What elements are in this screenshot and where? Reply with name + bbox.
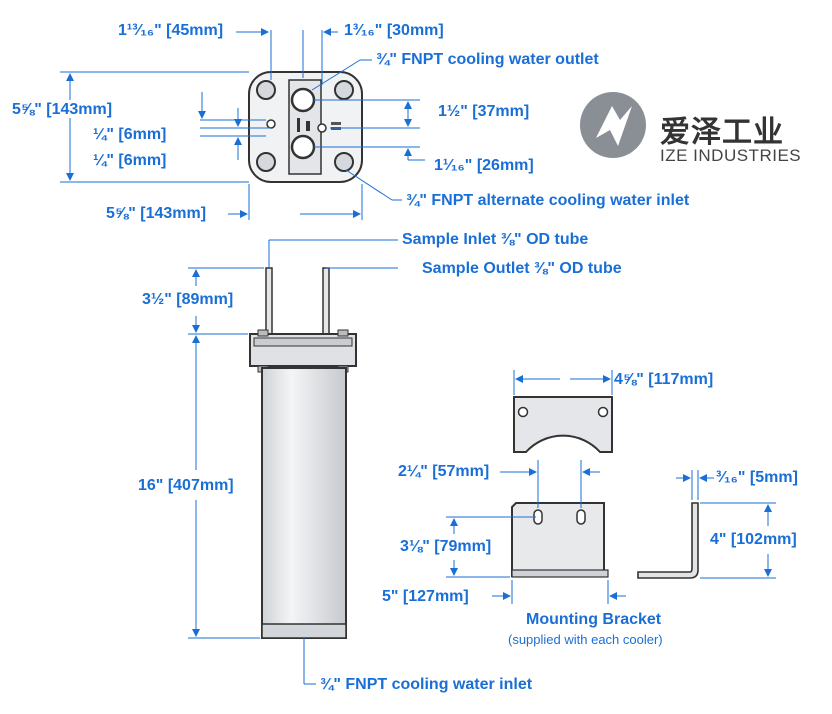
sample-inlet-tube: [265, 267, 273, 335]
dim-tube-height: 3½" [89mm]: [142, 291, 234, 308]
dim-bracket-width: 4⅝" [117mm]: [614, 371, 714, 388]
bolt-circle: [256, 80, 276, 100]
top-view-dimensions: [60, 28, 425, 220]
sample-outlet-tube: [322, 267, 330, 335]
bracket-top-view: [513, 396, 613, 453]
bracket-title: Mounting Bracket: [526, 611, 662, 628]
mount-slot: [576, 509, 586, 525]
dim-bracket-height: 3⅛" [79mm]: [400, 538, 492, 555]
sample-tube-port: [266, 119, 276, 129]
logo-text-en: IZE INDUSTRIES: [660, 146, 802, 165]
alt-inlet-port: [290, 134, 316, 160]
outlet-port: [290, 87, 316, 113]
dim-right-upper: 1½" [37mm]: [438, 103, 530, 120]
bolt-circle: [334, 152, 354, 172]
dim-gap-upper: ¼" [6mm]: [93, 126, 167, 143]
side-view-dimensions: [188, 239, 398, 685]
dim-body-height: 16" [407mm]: [138, 477, 234, 494]
label-sample-inlet: Sample Inlet ⅜" OD tube: [402, 231, 589, 248]
bolt-circle: [334, 80, 354, 100]
sample-tube-port: [317, 123, 327, 133]
dim-right-lower: 1¹⁄₁₆" [26mm]: [434, 157, 534, 174]
bracket-note: (supplied with each cooler): [508, 632, 663, 647]
logo-text-cn: 爱泽工业: [660, 115, 784, 150]
bracket-dimensions: [446, 370, 776, 604]
dim-thickness: ³⁄₁₆" [5mm]: [716, 469, 798, 486]
dim-base-width: 5" [127mm]: [382, 588, 469, 605]
label-sample-outlet: Sample Outlet ⅜" OD tube: [422, 260, 622, 277]
dim-plate-width: 5⅝" [143mm]: [106, 205, 207, 222]
bolt-circle: [256, 152, 276, 172]
dim-side-height: 4" [102mm]: [710, 531, 797, 548]
bracket-front-view: [511, 502, 605, 577]
ize-logo-icon: [580, 92, 646, 158]
label-cooling-inlet: ¾" FNPT cooling water inlet: [320, 676, 533, 693]
dim-gap-lower: ¼" [6mm]: [93, 152, 167, 169]
bracket-side-view: [637, 502, 699, 579]
cooler-body: [261, 367, 347, 639]
side-view: [249, 267, 357, 639]
dim-plate-height: 5⅝" [143mm]: [12, 101, 113, 118]
dim-slot-spacing: 2¼" [57mm]: [398, 463, 490, 480]
dim-top-left-width: 1¹³⁄₁₆" [45mm]: [118, 22, 224, 39]
dim-top-right-width: 1³⁄₁₆" [30mm]: [344, 22, 444, 39]
mounting-bracket: [511, 396, 699, 579]
top-view: [248, 71, 363, 183]
label-alt-cooling-inlet: ¾" FNPT alternate cooling water inlet: [406, 192, 690, 209]
label-cooling-outlet: ¾" FNPT cooling water outlet: [376, 51, 599, 68]
